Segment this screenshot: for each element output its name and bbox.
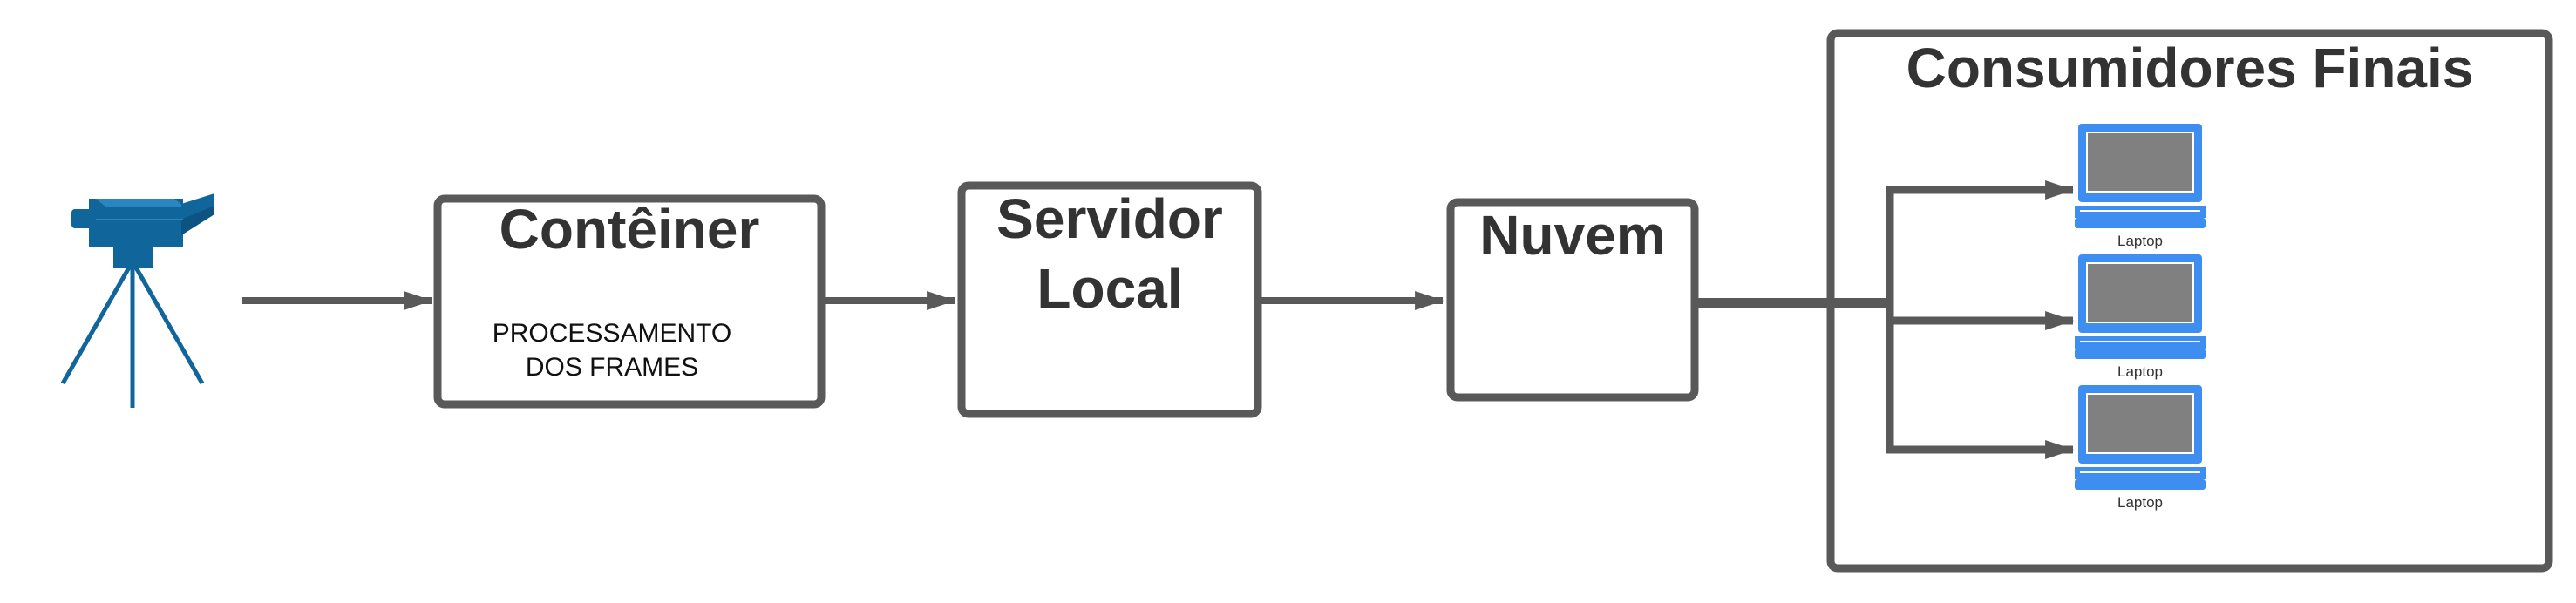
laptop-2-label: Laptop xyxy=(2117,363,2163,380)
cloud-node: Nuvem xyxy=(1446,198,1699,402)
cloud-title: Nuvem xyxy=(1479,204,1665,267)
laptop-2: Laptop xyxy=(2075,254,2206,380)
container-subtitle-line2: DOS FRAMES xyxy=(526,353,698,382)
video-camera-on-tripod-icon xyxy=(60,193,214,408)
laptop-3-label: Laptop xyxy=(2117,494,2163,511)
laptop-3: Laptop xyxy=(2075,385,2206,511)
laptop-icon xyxy=(2075,124,2206,228)
container-title: Contêiner xyxy=(500,198,760,261)
container-node: Contêiner PROCESSAMENTO DOS FRAMES xyxy=(433,194,826,409)
fan-out-connector xyxy=(1698,180,2075,459)
consumers-title: Consumidores Finais xyxy=(1907,37,2474,99)
laptop-1-label: Laptop xyxy=(2117,233,2163,249)
local-server-title-line2: Local xyxy=(1037,257,1182,320)
local-server-title-line1: Servidor xyxy=(996,187,1223,250)
laptop-icon xyxy=(2075,385,2206,490)
local-server-node: Servidor Local xyxy=(957,181,1262,418)
container-subtitle-line1: PROCESSAMENTO xyxy=(493,319,732,348)
laptop-1: Laptop xyxy=(2075,124,2206,249)
laptop-icon xyxy=(2075,254,2206,359)
